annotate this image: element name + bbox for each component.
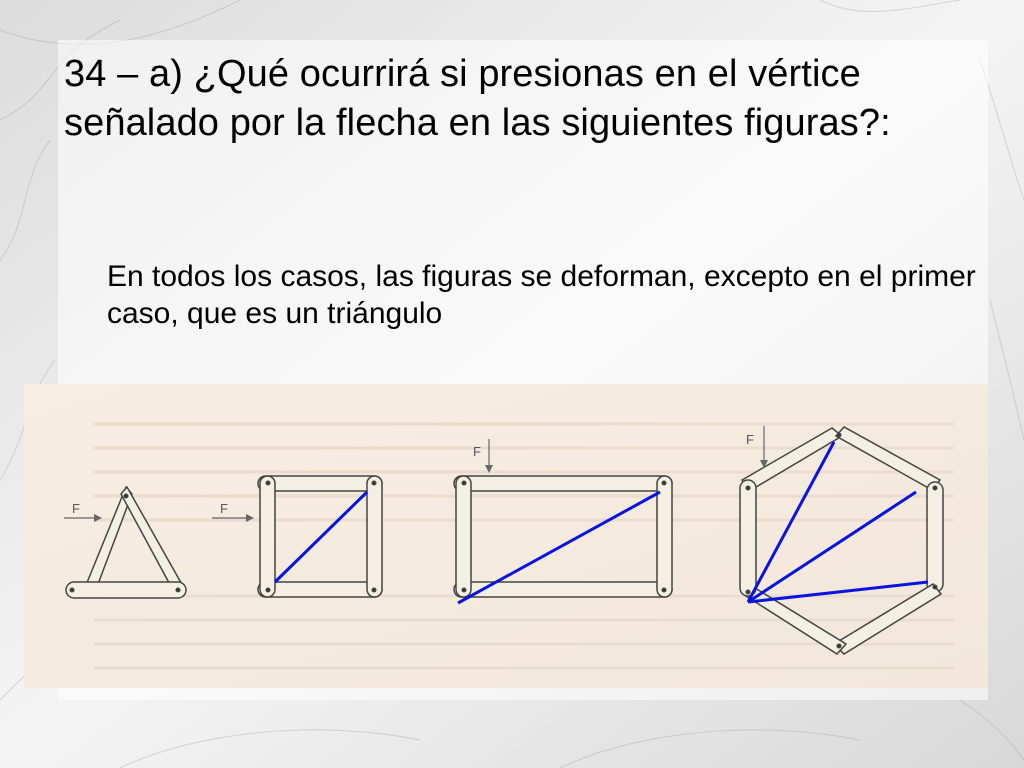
triangle-figure: [65, 486, 187, 599]
rectangle-figure: [453, 475, 673, 598]
force-label-triangle: F: [72, 501, 80, 516]
figures-illustration: F F: [24, 384, 988, 688]
force-arrow-square: F: [212, 501, 254, 522]
force-arrow-hexagon: F: [746, 426, 768, 468]
force-arrow-rectangle: F: [473, 439, 493, 473]
answer-text: En todos los casos, las figuras se defor…: [107, 260, 976, 330]
square-diagonal: [273, 490, 369, 584]
force-label-hexagon: F: [746, 432, 754, 447]
question-title: 34 – a) ¿Qué ocurrirá si presionas en el…: [64, 53, 891, 144]
force-arrow-triangle: F: [64, 501, 102, 522]
force-label-square: F: [220, 501, 228, 516]
rectangle-diagonal: [457, 490, 661, 605]
force-label-rectangle: F: [473, 444, 481, 459]
hexagon-figure: [739, 426, 944, 655]
square-figure: [257, 475, 383, 598]
hexagon-diagonals: [746, 441, 929, 604]
